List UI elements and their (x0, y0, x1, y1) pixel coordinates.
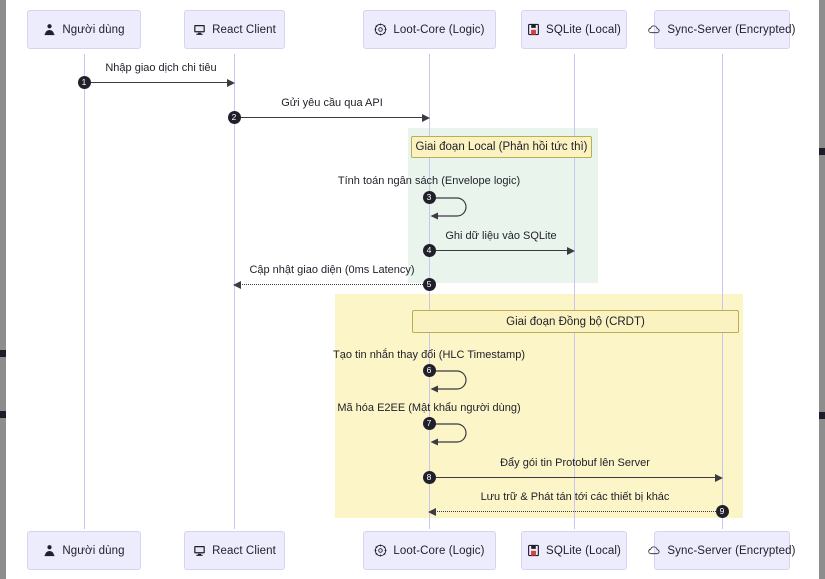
left-scroll-tick-1 (0, 350, 6, 357)
lifeline-server (722, 54, 723, 529)
message-label-4: Ghi dữ liệu vào SQLite (445, 230, 557, 242)
monitor-icon (193, 544, 206, 557)
participant-label-server: Sync-Server (Encrypted) (667, 544, 796, 557)
monitor-icon (193, 23, 206, 36)
message-arrowhead-8 (715, 473, 723, 482)
lifeline-user (84, 54, 85, 529)
disk-icon (527, 544, 540, 557)
right-scroll-strip[interactable] (819, 0, 825, 579)
participant-core-bottom[interactable]: Loot-Core (Logic) (363, 531, 496, 570)
participant-label-core: Loot-Core (Logic) (393, 23, 485, 36)
message-arrowhead-5 (233, 280, 241, 289)
user-icon (43, 544, 56, 557)
lifeline-sqlite (574, 54, 575, 529)
note-sync: Giai đoạn Đồng bộ (CRDT) (412, 310, 739, 333)
message-line-8 (434, 477, 716, 478)
right-scroll-tick-1 (819, 148, 825, 155)
message-seq-badge-6: 6 (422, 364, 436, 377)
participant-label-server: Sync-Server (Encrypted) (667, 23, 796, 36)
message-seq-badge-3: 3 (422, 191, 436, 204)
left-scroll-tick-2 (0, 411, 6, 418)
right-scroll-tick-2 (819, 412, 825, 419)
message-label-8: Đẩy gói tin Protobuf lên Server (500, 457, 650, 469)
participant-label-sqlite: SQLite (Local) (546, 23, 621, 36)
participant-label-user: Người dùng (62, 23, 125, 36)
message-arrowhead-1 (227, 78, 235, 87)
participant-user-bottom[interactable]: Người dùng (27, 531, 141, 570)
message-label-9: Lưu trữ & Phát tán tới các thiết bị khác (480, 491, 670, 503)
self-message-arrow-6 (427, 365, 473, 400)
left-scroll-strip[interactable] (0, 0, 6, 579)
message-line-9 (434, 511, 716, 512)
message-label-3: Tính toán ngân sách (Envelope logic) (337, 175, 521, 187)
message-seq-badge-9: 9 (715, 505, 729, 518)
participant-server-top[interactable]: Sync-Server (Encrypted) (648, 10, 796, 49)
gear-icon (374, 544, 387, 557)
participant-server-bottom[interactable]: Sync-Server (Encrypted) (648, 531, 796, 570)
participant-label-react: React Client (212, 23, 276, 36)
message-label-1: Nhập giao dịch chi tiêu (105, 62, 217, 74)
participant-user-top[interactable]: Người dùng (27, 10, 141, 49)
message-label-5: Cập nhật giao diện (0ms Latency) (249, 264, 415, 276)
message-label-6: Tạo tin nhắn thay đổi (HLC Timestamp) (333, 349, 525, 361)
participant-react-bottom[interactable]: React Client (184, 531, 285, 570)
lifeline-react (234, 54, 235, 529)
gear-icon (374, 23, 387, 36)
message-arrowhead-2 (422, 113, 430, 122)
self-message-arrow-3 (427, 192, 473, 227)
note-local: Giai đoạn Local (Phản hồi tức thì) (411, 136, 592, 158)
participant-label-sqlite: SQLite (Local) (546, 544, 621, 557)
message-line-1 (89, 82, 228, 83)
message-arrowhead-9 (428, 507, 436, 516)
participant-label-core: Loot-Core (Logic) (393, 544, 485, 557)
disk-icon (527, 23, 540, 36)
cloud-icon (648, 23, 661, 36)
participant-core-top[interactable]: Loot-Core (Logic) (363, 10, 496, 49)
cloud-icon (648, 544, 661, 557)
participant-label-react: React Client (212, 544, 276, 557)
message-seq-badge-1: 1 (77, 76, 91, 89)
participant-react-top[interactable]: React Client (184, 10, 285, 49)
message-label-7: Mã hóa E2EE (Mật khẩu người dùng) (337, 402, 521, 414)
message-seq-badge-2: 2 (227, 111, 241, 124)
user-icon (43, 23, 56, 36)
message-seq-badge-7: 7 (422, 417, 436, 430)
message-line-4 (434, 250, 568, 251)
message-label-2: Gửi yêu cầu qua API (281, 97, 383, 109)
self-message-arrow-7 (427, 418, 473, 453)
participant-sqlite-bottom[interactable]: SQLite (Local) (521, 531, 627, 570)
message-seq-badge-8: 8 (422, 471, 436, 484)
participant-label-user: Người dùng (62, 544, 125, 557)
participant-sqlite-top[interactable]: SQLite (Local) (521, 10, 627, 49)
lifeline-core (429, 54, 430, 529)
message-seq-badge-5: 5 (422, 278, 436, 291)
message-line-2 (239, 117, 423, 118)
message-line-5 (239, 284, 423, 285)
message-arrowhead-4 (567, 246, 575, 255)
message-seq-badge-4: 4 (422, 244, 436, 257)
